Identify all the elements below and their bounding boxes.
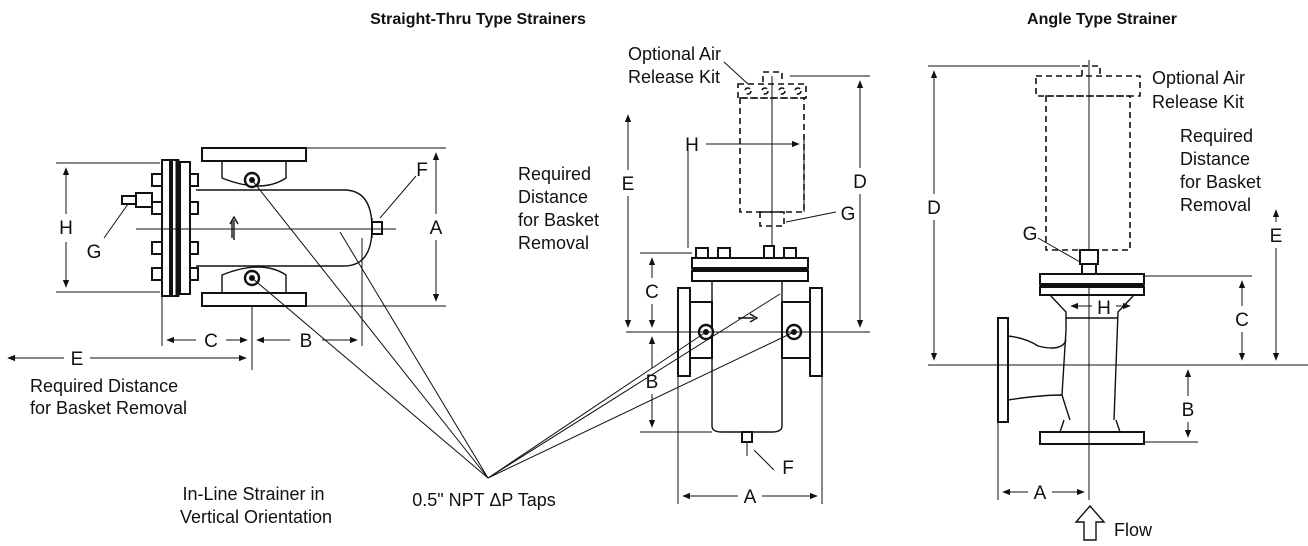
flow-arrow-icon bbox=[1074, 504, 1106, 541]
angle-strainer-drawing bbox=[928, 60, 1308, 541]
inline-vertical-orientation: In-Line Strainer in Vertical Orientation bbox=[180, 484, 332, 527]
dim-label-A-left: A bbox=[430, 218, 443, 239]
dim-label-E-left: E bbox=[71, 349, 84, 370]
dim-label-C-middle: C bbox=[645, 282, 659, 303]
dim-label-H-middle: H bbox=[685, 135, 699, 156]
horizontal-strainer-drawing bbox=[7, 147, 446, 370]
dim-label-A-right: A bbox=[1034, 483, 1047, 504]
dim-label-D-middle: D bbox=[853, 172, 867, 193]
flow-label: Flow bbox=[1114, 520, 1153, 540]
dim-label-F-middle: F bbox=[782, 458, 794, 479]
dp-tap-leaders bbox=[251, 179, 795, 479]
dim-label-E-middle: E bbox=[622, 174, 635, 195]
optional-air-release-kit-middle: Optional Air Release Kit bbox=[628, 44, 726, 87]
required-distance-middle: Required Distance for Basket Removal bbox=[518, 164, 604, 253]
dim-label-B-right: B bbox=[1182, 400, 1195, 421]
optional-air-release-kit-right: Optional Air Release Kit bbox=[1152, 68, 1250, 112]
dim-label-C-left: C bbox=[204, 331, 218, 352]
required-distance-right: Required Distance for Basket Removal bbox=[1180, 126, 1266, 215]
dim-label-H-right: H bbox=[1097, 298, 1111, 319]
dim-label-B-middle: B bbox=[646, 372, 659, 393]
dim-label-A-middle: A bbox=[744, 487, 757, 508]
dim-label-E-right: E bbox=[1270, 226, 1283, 247]
required-distance-left: Required Distance for Basket Removal bbox=[30, 376, 187, 418]
dim-label-G-left: G bbox=[87, 242, 102, 263]
heading-straight-thru: Straight-Thru Type Strainers bbox=[370, 11, 586, 28]
dp-taps-label: 0.5" NPT ΔP Taps bbox=[412, 490, 556, 510]
dim-label-D-right: D bbox=[927, 198, 941, 219]
dim-label-F-left: F bbox=[416, 160, 428, 181]
dim-label-G-middle: G bbox=[841, 204, 856, 225]
heading-angle: Angle Type Strainer bbox=[1027, 11, 1177, 28]
vertical-strainer-drawing bbox=[624, 61, 870, 504]
dim-label-H-left: H bbox=[59, 218, 73, 239]
dim-label-C-right: C bbox=[1235, 310, 1249, 331]
dim-label-G-right: G bbox=[1023, 224, 1038, 245]
dim-label-B-left: B bbox=[300, 331, 313, 352]
